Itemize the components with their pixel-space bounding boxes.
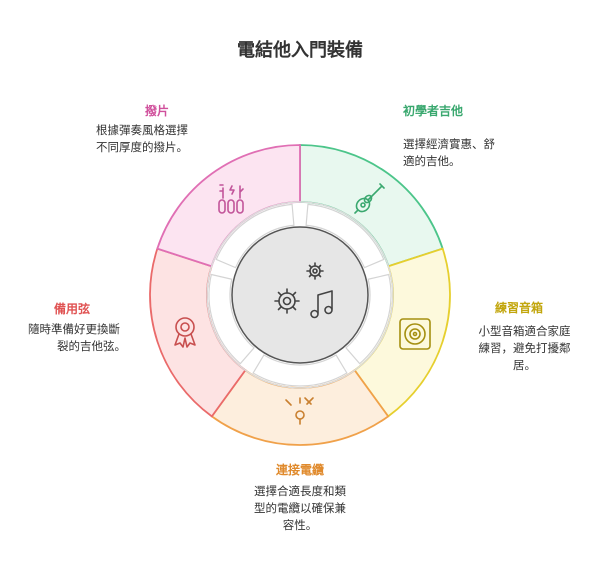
label-cable: 連接電纜 bbox=[275, 463, 324, 477]
badge-icon bbox=[174, 317, 196, 348]
center-circle bbox=[231, 226, 369, 364]
gears-music-icon bbox=[274, 262, 333, 319]
speaker-icon bbox=[399, 318, 431, 350]
inner-band-piece bbox=[215, 203, 295, 269]
inner-band-piece bbox=[252, 354, 348, 387]
guitar-icon bbox=[354, 183, 385, 214]
label-beginner-guitar: 初學者吉他 bbox=[403, 104, 464, 118]
inner-band-piece bbox=[305, 203, 385, 269]
desc-cable: 選擇合適長度和類 型的電纜以確保兼 容性。 bbox=[254, 484, 346, 532]
picks-icon bbox=[218, 184, 244, 214]
inner-band-piece bbox=[345, 273, 392, 365]
label-picks: 撥片 bbox=[145, 104, 170, 118]
desc-picks: 根據彈奏風格選擇 不同厚度的撥片。 bbox=[96, 123, 188, 154]
cable-icon bbox=[285, 397, 314, 425]
inner-band-piece bbox=[208, 273, 255, 365]
diagram-title: 電結他入門裝備 bbox=[237, 40, 363, 61]
desc-spare-strings: 隨時準備好更換斷 裂的吉他弦。 bbox=[28, 322, 126, 353]
label-spare-strings: 備用弦 bbox=[54, 302, 91, 316]
center-hub bbox=[231, 226, 369, 364]
inner-ring-outline bbox=[206, 201, 394, 389]
label-practice-amp: 練習音箱 bbox=[495, 301, 544, 315]
desc-beginner-guitar: 選擇經濟實惠、舒 適的吉他。 bbox=[403, 137, 495, 168]
desc-practice-amp: 小型音箱適合家庭 練習，避免打擾鄰 居。 bbox=[478, 324, 571, 372]
inner-ring bbox=[206, 201, 394, 389]
